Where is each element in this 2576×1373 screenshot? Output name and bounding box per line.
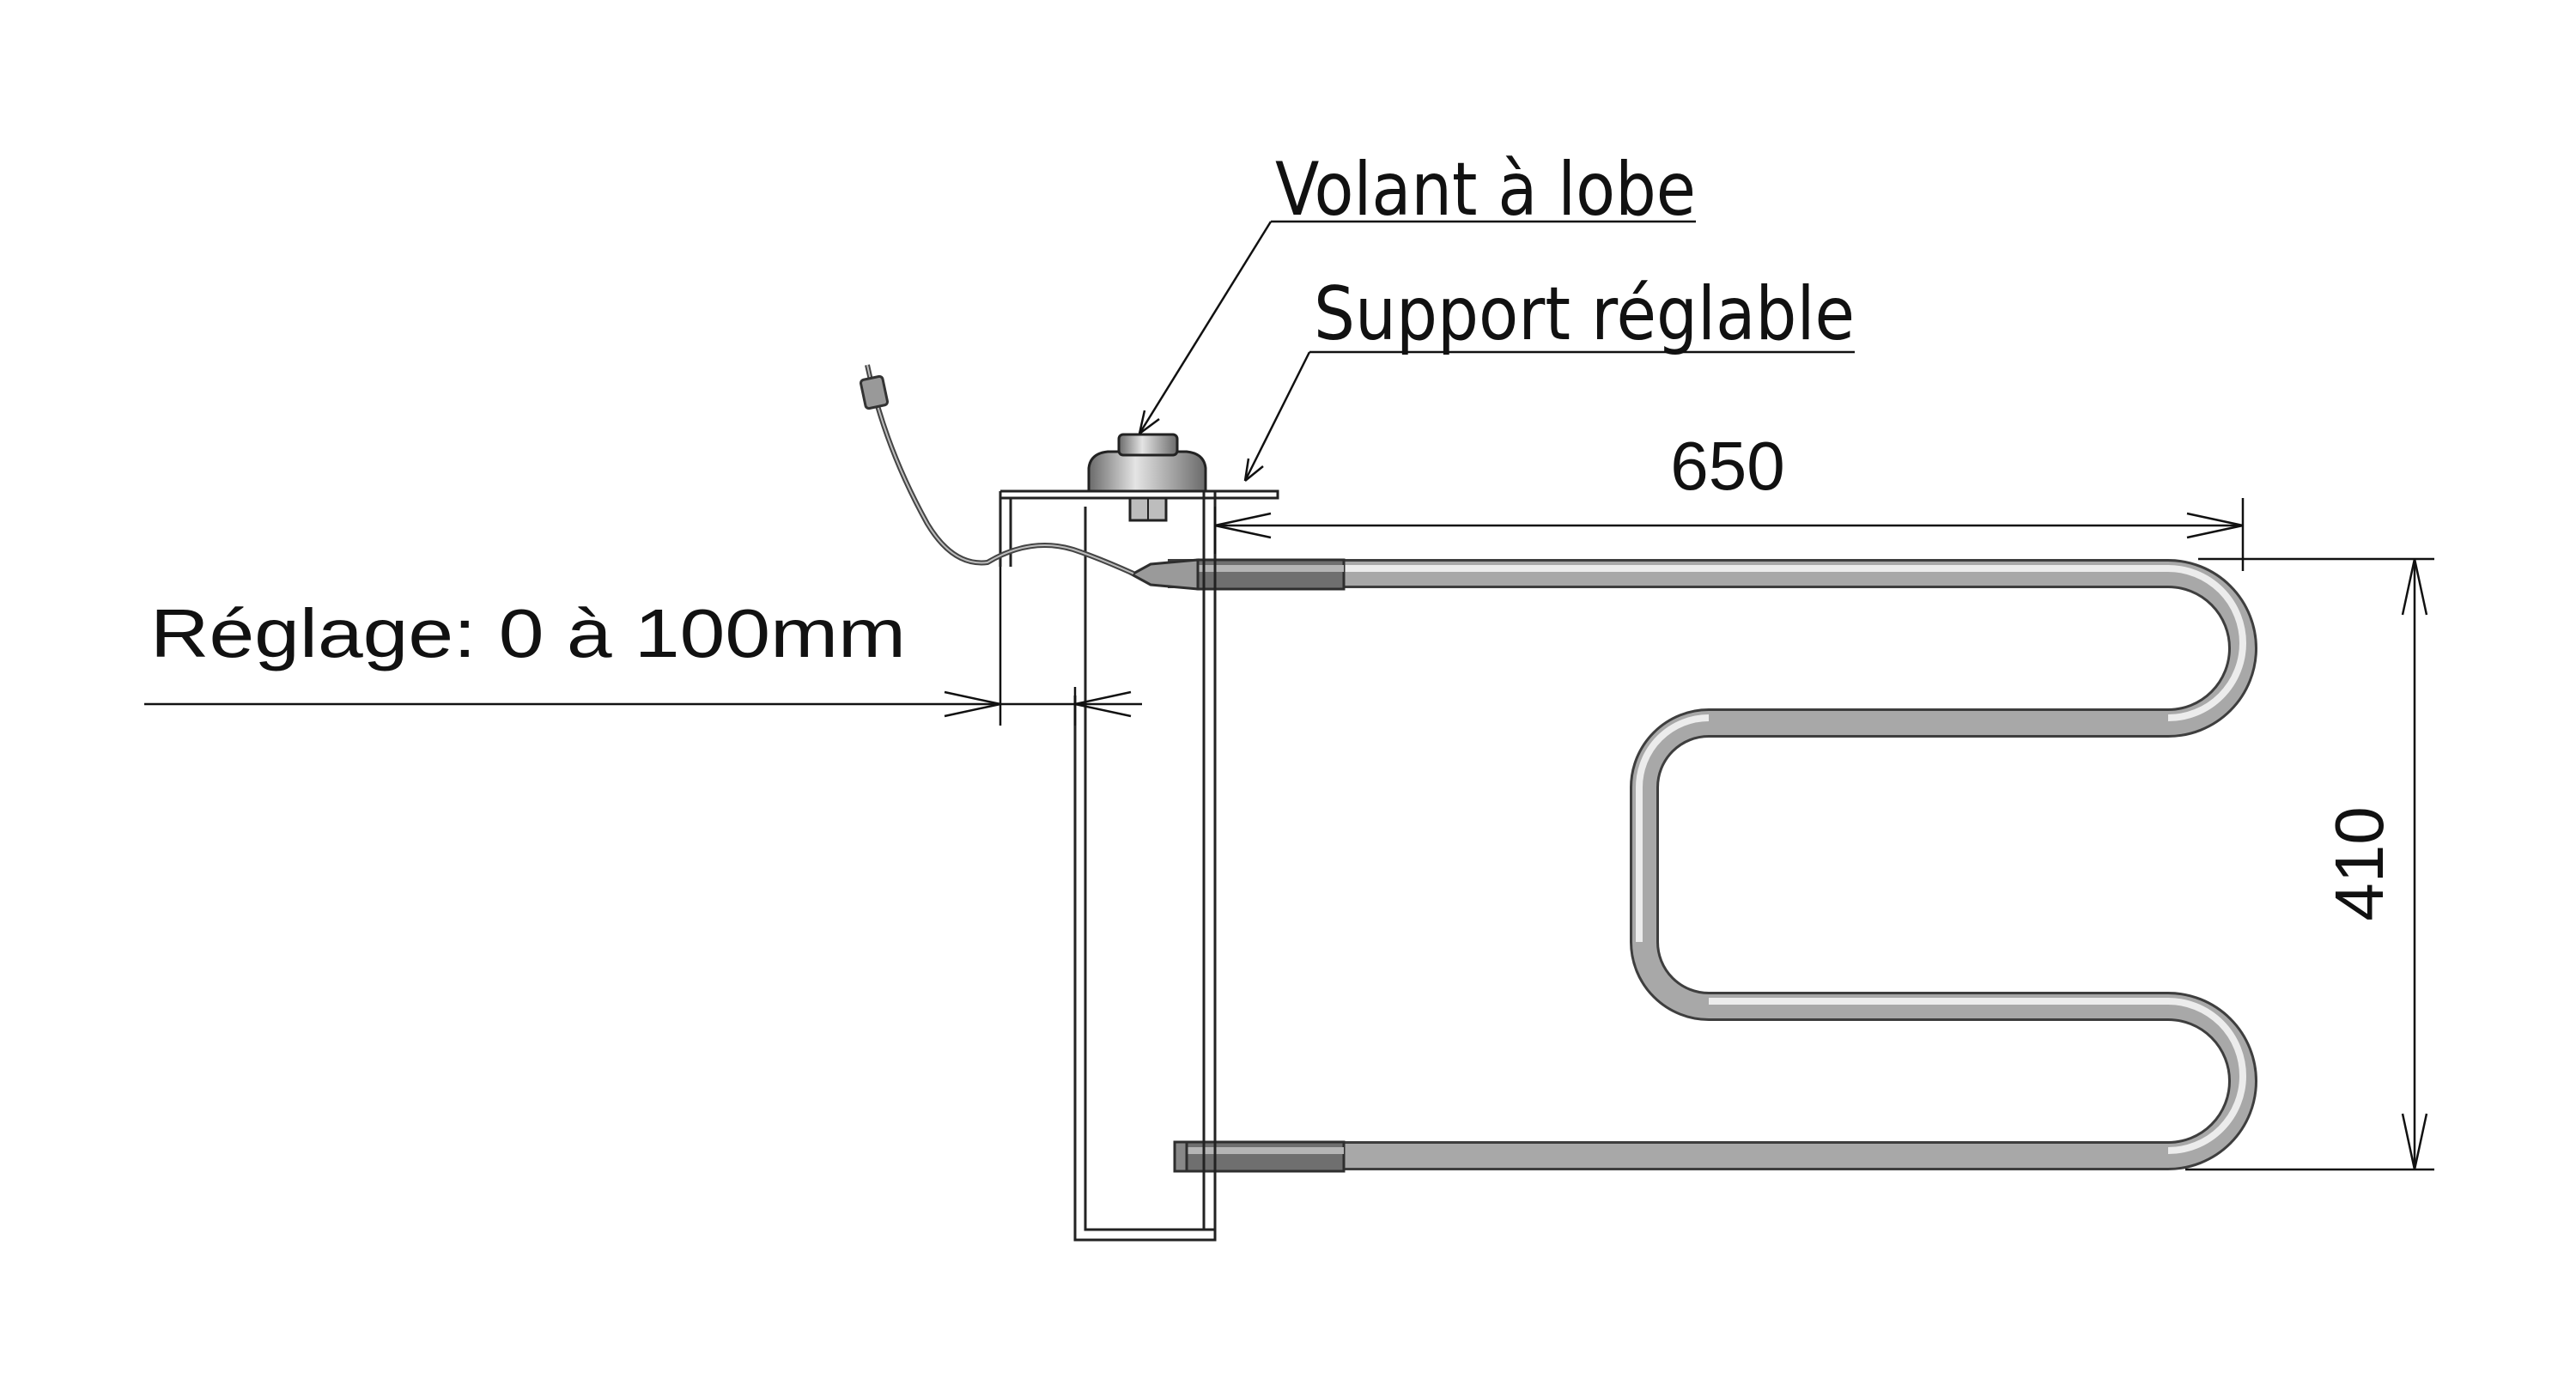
support-label: Support réglable (1314, 271, 1855, 357)
dimension-reglage: Réglage: 0 à 100mm (144, 567, 1142, 726)
volant-label: Volant à lobe (1275, 147, 1696, 233)
volant-annotation: Volant à lobe (1138, 147, 1696, 435)
heating-tube (1128, 558, 2257, 1173)
dimension-410: 410 (2185, 557, 2434, 1171)
dimension-650: 650 (1213, 428, 2245, 571)
reglage-label: Réglage: 0 à 100mm (150, 595, 906, 671)
adjustable-support (999, 489, 1279, 1242)
support-annotation: Support réglable (1243, 271, 1855, 482)
dim-650-label: 650 (1670, 428, 1784, 504)
lobe-knob (1087, 433, 1207, 522)
capillary-wire (859, 364, 1135, 576)
dim-410-label: 410 (2321, 806, 2397, 920)
